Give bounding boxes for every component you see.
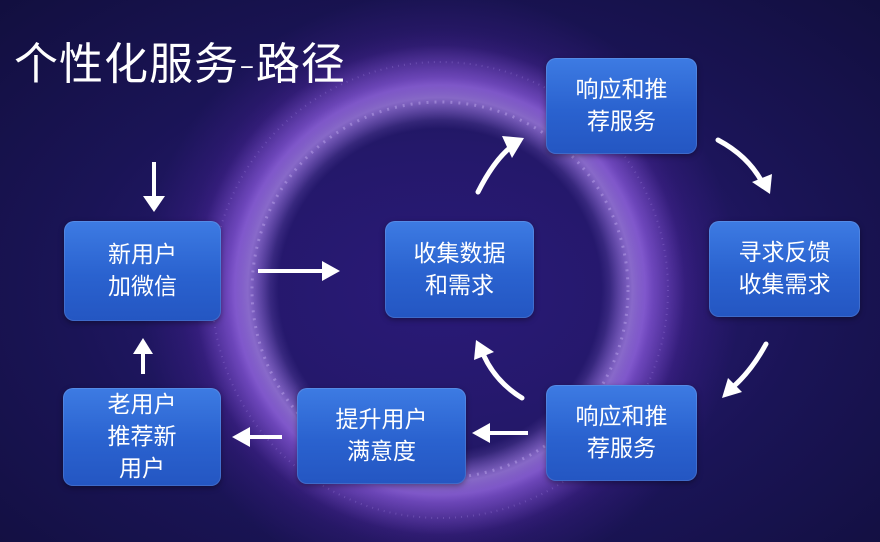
node-text: 加微信 <box>108 274 177 300</box>
node-text: 用户 <box>119 456 165 482</box>
node-text: 收集数据 <box>413 240 506 267</box>
node-text: 响应和推 <box>575 404 668 430</box>
node-collect: 收集数据和需求 <box>385 221 534 318</box>
node-respond-top: 响应和推荐服务 <box>546 58 697 154</box>
node-text: 荐服务 <box>587 436 656 462</box>
node-text: 和需求 <box>425 272 494 299</box>
node-old-user: 老用户推荐新用户 <box>63 388 221 486</box>
node-text: 提升用户 <box>335 407 428 433</box>
node-text: 荐服务 <box>587 109 656 135</box>
node-text: 寻求反馈 <box>738 240 831 266</box>
page-title: 个性化服务-路径 <box>14 39 346 90</box>
node-respond-bottom: 响应和推荐服务 <box>546 385 697 481</box>
node-text: 新用户 <box>108 242 177 268</box>
node-text: 收集需求 <box>738 272 831 298</box>
node-feedback: 寻求反馈收集需求 <box>709 221 860 317</box>
node-new-user: 新用户加微信 <box>64 221 221 321</box>
node-text: 响应和推 <box>575 77 668 103</box>
node-text: 推荐新 <box>107 424 177 450</box>
node-satisfaction: 提升用户满意度 <box>297 388 466 484</box>
node-text: 满意度 <box>347 439 416 465</box>
node-text: 老用户 <box>107 392 177 418</box>
